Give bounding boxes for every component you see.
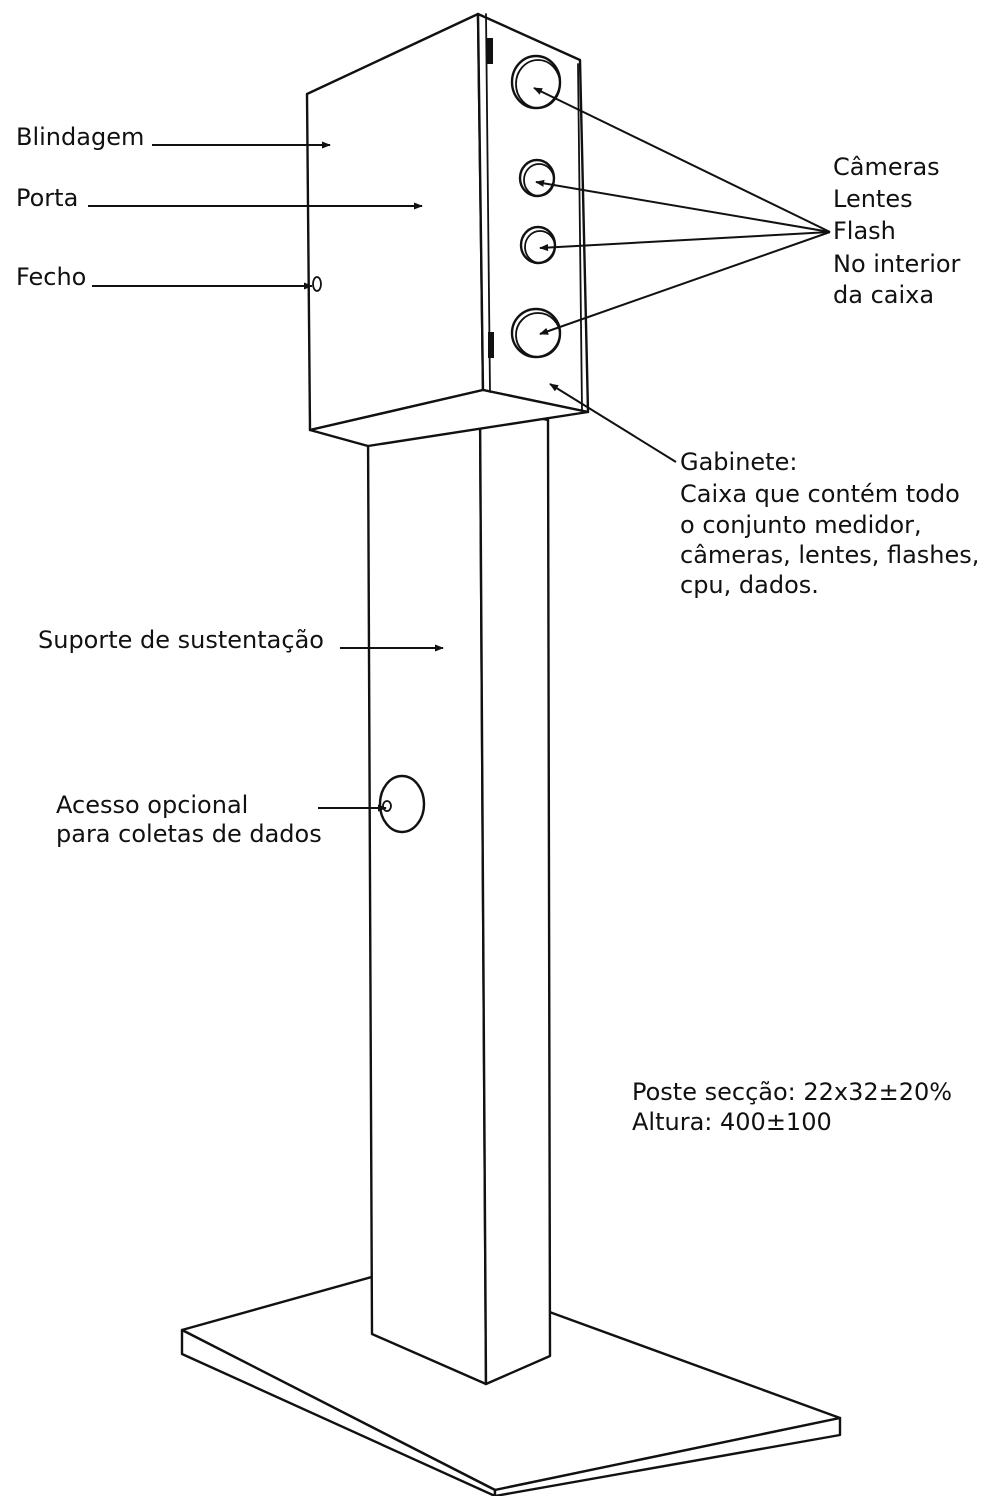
hinge-bottom <box>488 332 494 358</box>
label-da-caixa: da caixa <box>833 281 934 309</box>
label-cameras: Câmeras <box>833 153 940 181</box>
altura-plus-minus: ± <box>766 1108 786 1136</box>
hinge-top <box>487 38 493 64</box>
poste-seccao-text: Poste secção: 22x32 <box>632 1078 879 1106</box>
label-poste-seccao: Poste secção: 22x32±20% <box>632 1078 952 1106</box>
label-gabinete-line-4: cpu, dados. <box>680 571 819 599</box>
support-column <box>366 404 552 1386</box>
label-gabinete-title: Gabinete: <box>680 448 797 476</box>
label-gabinete-line-2: o conjunto medidor, <box>680 511 922 539</box>
label-lentes: Lentes <box>833 185 913 213</box>
camera-windows <box>510 54 562 359</box>
poste-plus-minus: ± <box>879 1078 899 1106</box>
label-gabinete-line-1: Caixa que contém todo <box>680 480 960 508</box>
altura-tolerance: 100 <box>786 1108 832 1136</box>
latch-knob <box>312 276 322 292</box>
label-fecho: Fecho <box>16 263 86 291</box>
label-porta: Porta <box>16 184 78 212</box>
label-acesso-line-1: Acesso opcional <box>56 791 248 819</box>
cabinet <box>305 12 590 448</box>
leader-lines <box>88 87 831 812</box>
label-altura: Altura: 400±100 <box>632 1108 832 1136</box>
label-no-interior: No interior <box>833 250 961 278</box>
base-plate <box>180 1262 842 1496</box>
label-gabinete-line-3: câmeras, lentes, flashes, <box>680 541 979 569</box>
label-suporte: Suporte de sustentação <box>38 626 324 654</box>
label-blindagem: Blindagem <box>16 123 144 151</box>
label-acesso-line-2: para coletas de dados <box>56 820 322 848</box>
label-flash: Flash <box>833 217 896 245</box>
altura-text: Altura: 400 <box>632 1108 766 1136</box>
poste-tolerance: 20% <box>899 1078 952 1106</box>
